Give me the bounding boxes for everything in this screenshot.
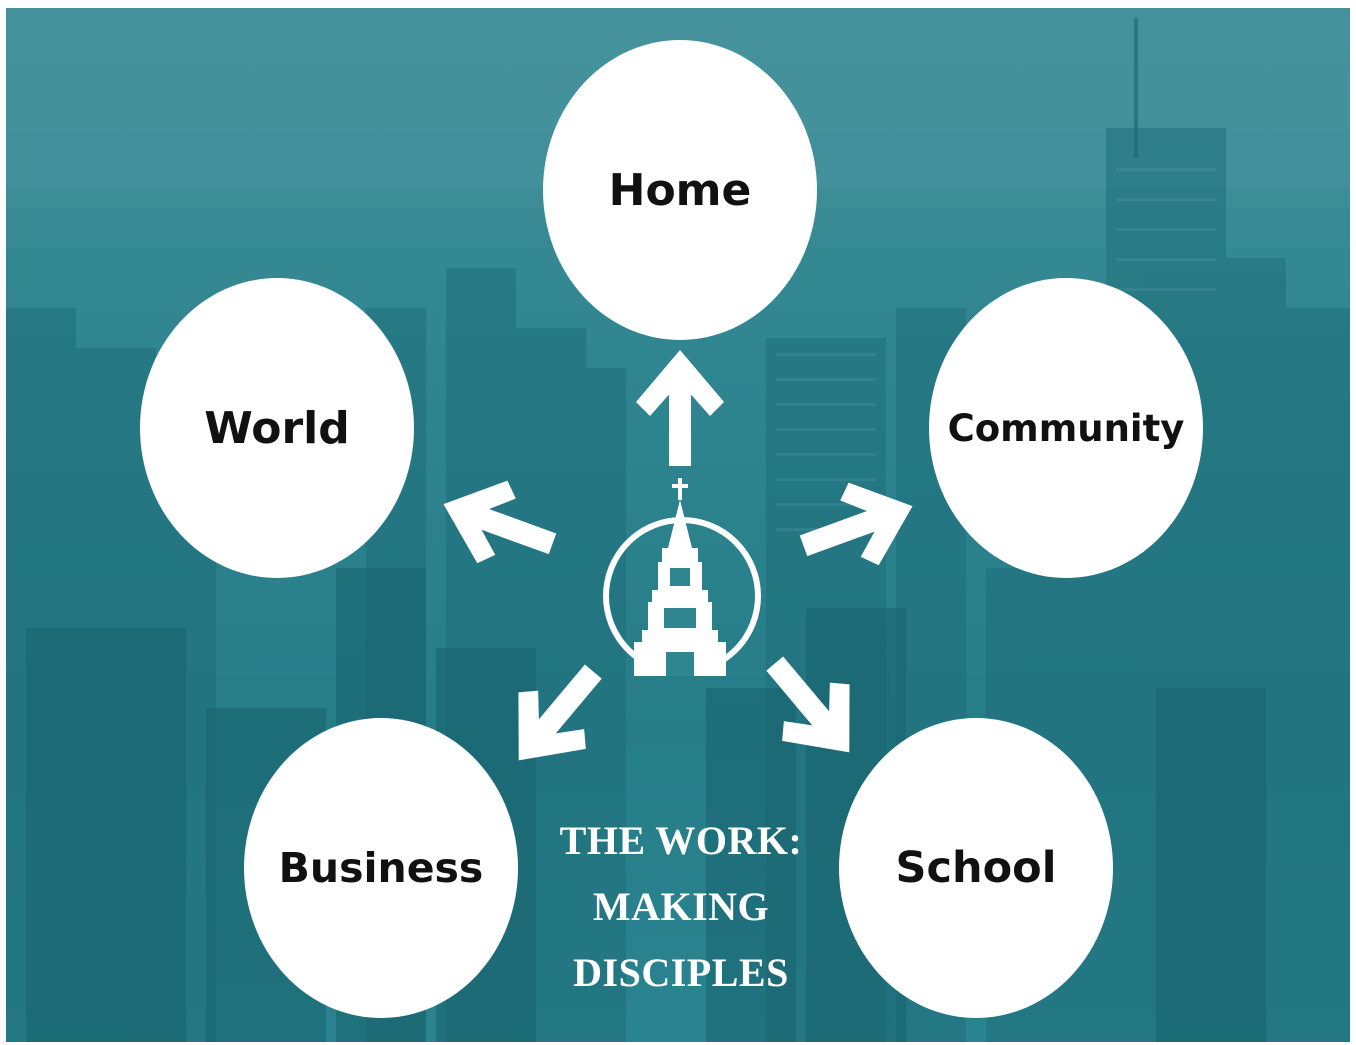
city-skyline-background [6,8,1350,1042]
node-home-label: Home [608,164,752,216]
arrow-to-community [799,482,913,566]
caption: THE WORK: MAKING DISCIPLES [526,808,836,1006]
caption-line-2: MAKING [592,884,770,929]
caption-line-3: DISCIPLES [573,950,789,995]
arrows-layer [443,350,913,761]
node-school: School [839,718,1113,1018]
node-world: World [140,278,414,578]
node-school-label: School [895,843,1057,893]
caption-line-1: THE WORK: [559,818,803,863]
node-home: Home [543,40,817,340]
node-business-label: Business [278,844,484,892]
arrow-to-home [636,350,724,466]
node-world-label: World [204,402,350,454]
arrow-to-school [766,656,850,753]
arrow-to-world [443,480,557,564]
diagram-frame: Home Community World Business School THE… [6,8,1350,1042]
node-community-label: Community [947,406,1185,450]
node-business: Business [244,718,518,1018]
node-community: Community [929,278,1203,578]
church-steeple-icon [603,478,761,676]
arrow-to-business [518,664,602,761]
